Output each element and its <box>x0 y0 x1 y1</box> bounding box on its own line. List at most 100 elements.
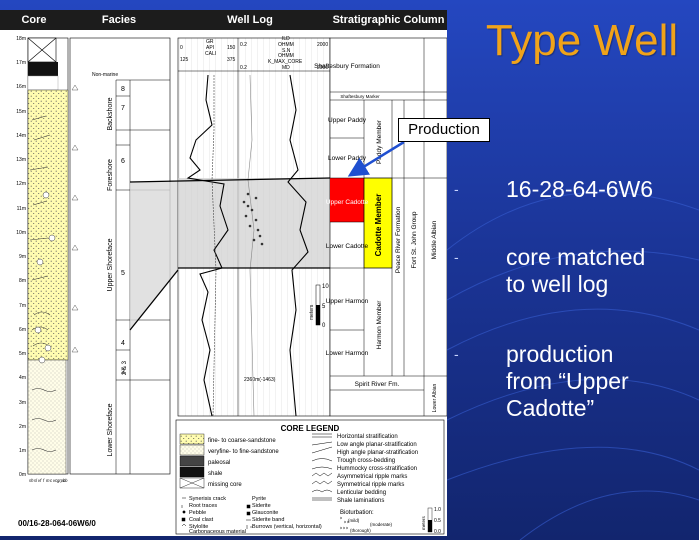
log-depth-note: 2360m(-1463) <box>244 377 276 383</box>
log-r-max: 2000 <box>317 42 328 48</box>
log-ohmm: OHMM <box>278 42 294 48</box>
log-ild: ILD <box>282 36 290 42</box>
facies-nonmarine: Non-marine <box>92 72 118 78</box>
bullet-line: Cadotte” <box>506 395 595 421</box>
well-log-panel: GR 0 API 150 CALI 125 375 ILD 0.2 OHMM 2… <box>177 36 331 417</box>
header-well-log: Well Log <box>170 10 330 30</box>
bioturbation-level: (moderate) <box>370 522 393 527</box>
gamma-ray-curve <box>186 74 229 417</box>
strat-upper-harmon: Upper Harmon <box>326 298 369 305</box>
bullet-line: to well log <box>506 271 609 297</box>
bullet-line: from “Upper <box>506 368 629 394</box>
cadotte-member-box <box>364 178 392 268</box>
log-r-max-2: 2000 <box>317 65 328 71</box>
legend-symbol: Glauconite <box>252 510 278 516</box>
legend-symbol: Stylolite <box>189 524 208 530</box>
depth-label: 3m <box>19 400 26 406</box>
facies-lower-shoreface: Lower Shoreface <box>107 403 114 456</box>
strat-cadotte-member: Cadotte Member <box>374 194 383 257</box>
legend-structure: Horizontal stratification <box>337 434 398 440</box>
depth-label: 6m <box>19 327 26 333</box>
depth-label: 8m <box>19 278 26 284</box>
facies-number: 7 <box>121 105 125 112</box>
depth-label: 1m <box>19 448 26 454</box>
production-callout: Production <box>398 118 490 142</box>
cadotte-log-interval <box>178 178 330 268</box>
core-legend: CORE LEGEND fine- to coarse-sandstone ve… <box>175 419 445 535</box>
strat-middle-albian: Middle Albian <box>431 220 438 259</box>
legend-lithology: veryfine- to fine-sandstone <box>208 449 279 455</box>
bullet-marker: - <box>454 181 459 197</box>
legend-structure: Asymmetrical ripple marks <box>337 474 407 480</box>
log-md: MD <box>282 65 290 71</box>
grain-size-label: sl <box>34 478 38 483</box>
upper-cadotte-box <box>330 178 364 222</box>
log-api: API <box>206 45 214 51</box>
bioturbation-level: (mild) <box>348 518 360 523</box>
legend-symbol: Synerisis crack <box>189 496 226 502</box>
header-core: Core <box>0 10 68 30</box>
legend-symbol: Root traces <box>189 503 217 509</box>
log-gr-min: 0 <box>180 45 183 51</box>
depth-label: 14m <box>16 133 26 139</box>
depth-label: 16m <box>16 84 26 90</box>
legend-symbol: Coal clast <box>189 517 214 523</box>
depth-label: 4m <box>19 375 26 381</box>
bullet-line: production <box>506 341 614 367</box>
fine-sandstone-interval <box>27 359 67 475</box>
legend-structure: Symmetrical ripple marks <box>337 482 404 488</box>
legend-symbol: Siderite band <box>252 517 284 523</box>
paleosol-bed <box>28 62 58 76</box>
core-column: 18m 17m 16m 15m 14m 13m 12m 11m 10m 9m 8… <box>16 36 96 528</box>
legend-lithology: missing core <box>208 482 242 488</box>
legend-lithology: fine- to coarse-sandstone <box>208 438 276 444</box>
legend-symbol: Burrows (vertical, horizontal) <box>252 524 322 530</box>
log-cali-min: 125 <box>180 57 189 63</box>
header-stratigraphic-column: Stratigraphic Column <box>330 10 447 30</box>
slide-title: Type Well <box>485 16 679 65</box>
depth-label: 13m <box>16 157 26 163</box>
depth-label: 0m <box>19 472 26 478</box>
legend-structure: Lenticular bedding <box>337 490 386 496</box>
grain-size-label: cb <box>63 478 68 483</box>
grain-size-label: c <box>50 478 53 483</box>
depth-label: 10m <box>16 230 26 236</box>
facies-number: 5 <box>121 270 125 277</box>
strat-fort-st-john: Fort St. John Group <box>411 211 418 268</box>
facies-2-and-3: 2 & 3 <box>122 360 128 375</box>
depth-label: 18m <box>16 36 26 42</box>
bioturbation-level: (thorough) <box>350 528 371 533</box>
scale-value: 5 <box>322 304 326 310</box>
log-r-min-2: 0.2 <box>240 65 247 71</box>
log-r-min: 0.2 <box>240 42 247 48</box>
strat-spirit-river: Spirit River Fm. <box>355 381 400 388</box>
facies-number: 4 <box>121 340 125 347</box>
grain-size-label: sh <box>29 478 34 483</box>
facies-upper-shoreface: Upper Shoreface <box>107 238 114 291</box>
strat-peace-river: Peace River Formation <box>395 206 402 273</box>
legend-structure: Shale laminations <box>337 498 384 504</box>
strat-upper-paddy: Upper Paddy <box>328 117 367 124</box>
facies-number: 8 <box>121 86 125 93</box>
legend-lithology: shale <box>208 471 223 477</box>
bullet-line: core matched <box>506 244 646 270</box>
bullet-marker: - <box>454 249 459 265</box>
legend-bioturbation: Bioturbation: <box>340 510 374 516</box>
grain-size-label: grpb <box>57 478 66 483</box>
log-gr-max: 150 <box>227 45 236 51</box>
log-ohmm-2: OHMM <box>278 53 294 59</box>
legend-symbol: Pyrite <box>252 496 266 502</box>
strat-lower-paddy: Lower Paddy <box>328 155 367 162</box>
depth-label: 9m <box>19 254 26 260</box>
depth-label: 7m <box>19 303 26 309</box>
bullet-line: 16-28-64-6W6 <box>506 176 654 202</box>
legend-scale-value: 1.0 <box>434 507 441 513</box>
sn-curve <box>247 74 255 417</box>
legend-lithology: paleosal <box>208 460 230 466</box>
legend-symbol: Carbonaceous material <box>189 529 246 535</box>
legend-scale-value: 0.5 <box>434 518 441 524</box>
figure-drawing: 18m 17m 16m 15m 14m 13m 12m 11m 10m 9m 8… <box>16 36 447 535</box>
correlation-lines <box>129 177 331 331</box>
